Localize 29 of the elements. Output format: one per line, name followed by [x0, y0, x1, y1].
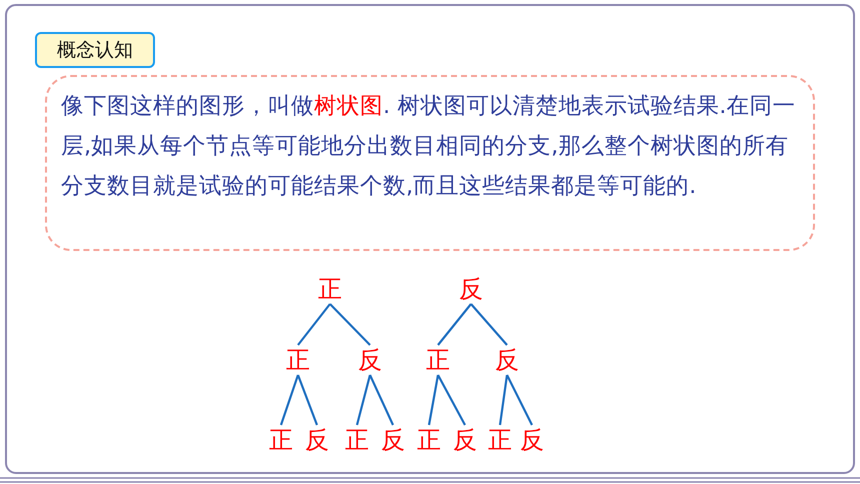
definition-paragraph: 像下图这样的图形，叫做树状图. 树状图可以清楚地表示试验结果.在同一层,如果从每个节点等可能地分出数目相同的分支,那么整个树状图的所有分支数目就是试验的可能结果个数,而且这些结果都是等可能的. — [61, 93, 796, 199]
branch-line — [437, 303, 472, 346]
branch-line — [356, 374, 372, 426]
outcome-label: 反 — [494, 345, 520, 375]
branch-line — [369, 374, 394, 426]
branch-line — [329, 303, 371, 346]
callout-box — [45, 75, 815, 251]
branch-line — [297, 303, 331, 346]
outcome-label: 反 — [458, 274, 484, 304]
outcome-label: 正 — [344, 425, 370, 455]
outcome-label: 正 — [487, 425, 513, 455]
outcome-label: 正 — [285, 345, 311, 375]
outcome-label: 反 — [304, 425, 330, 455]
outcome-label: 正 — [416, 425, 442, 455]
outcome-label: 反 — [380, 425, 406, 455]
branch-line — [506, 374, 533, 426]
branch-line — [280, 374, 300, 426]
outcome-label: 正 — [425, 345, 451, 375]
outcome-label: 反 — [519, 425, 545, 455]
outcome-label: 正 — [317, 274, 343, 304]
outcome-label: 反 — [357, 345, 383, 375]
branch-line — [296, 374, 318, 426]
heading-tag: 概念认知 — [35, 32, 155, 68]
branch-line — [498, 374, 508, 426]
outcome-label: 反 — [452, 425, 478, 455]
branch-line — [470, 303, 508, 346]
branch-line — [428, 374, 440, 426]
branch-line — [437, 374, 466, 426]
outcome-label: 正 — [268, 425, 294, 455]
